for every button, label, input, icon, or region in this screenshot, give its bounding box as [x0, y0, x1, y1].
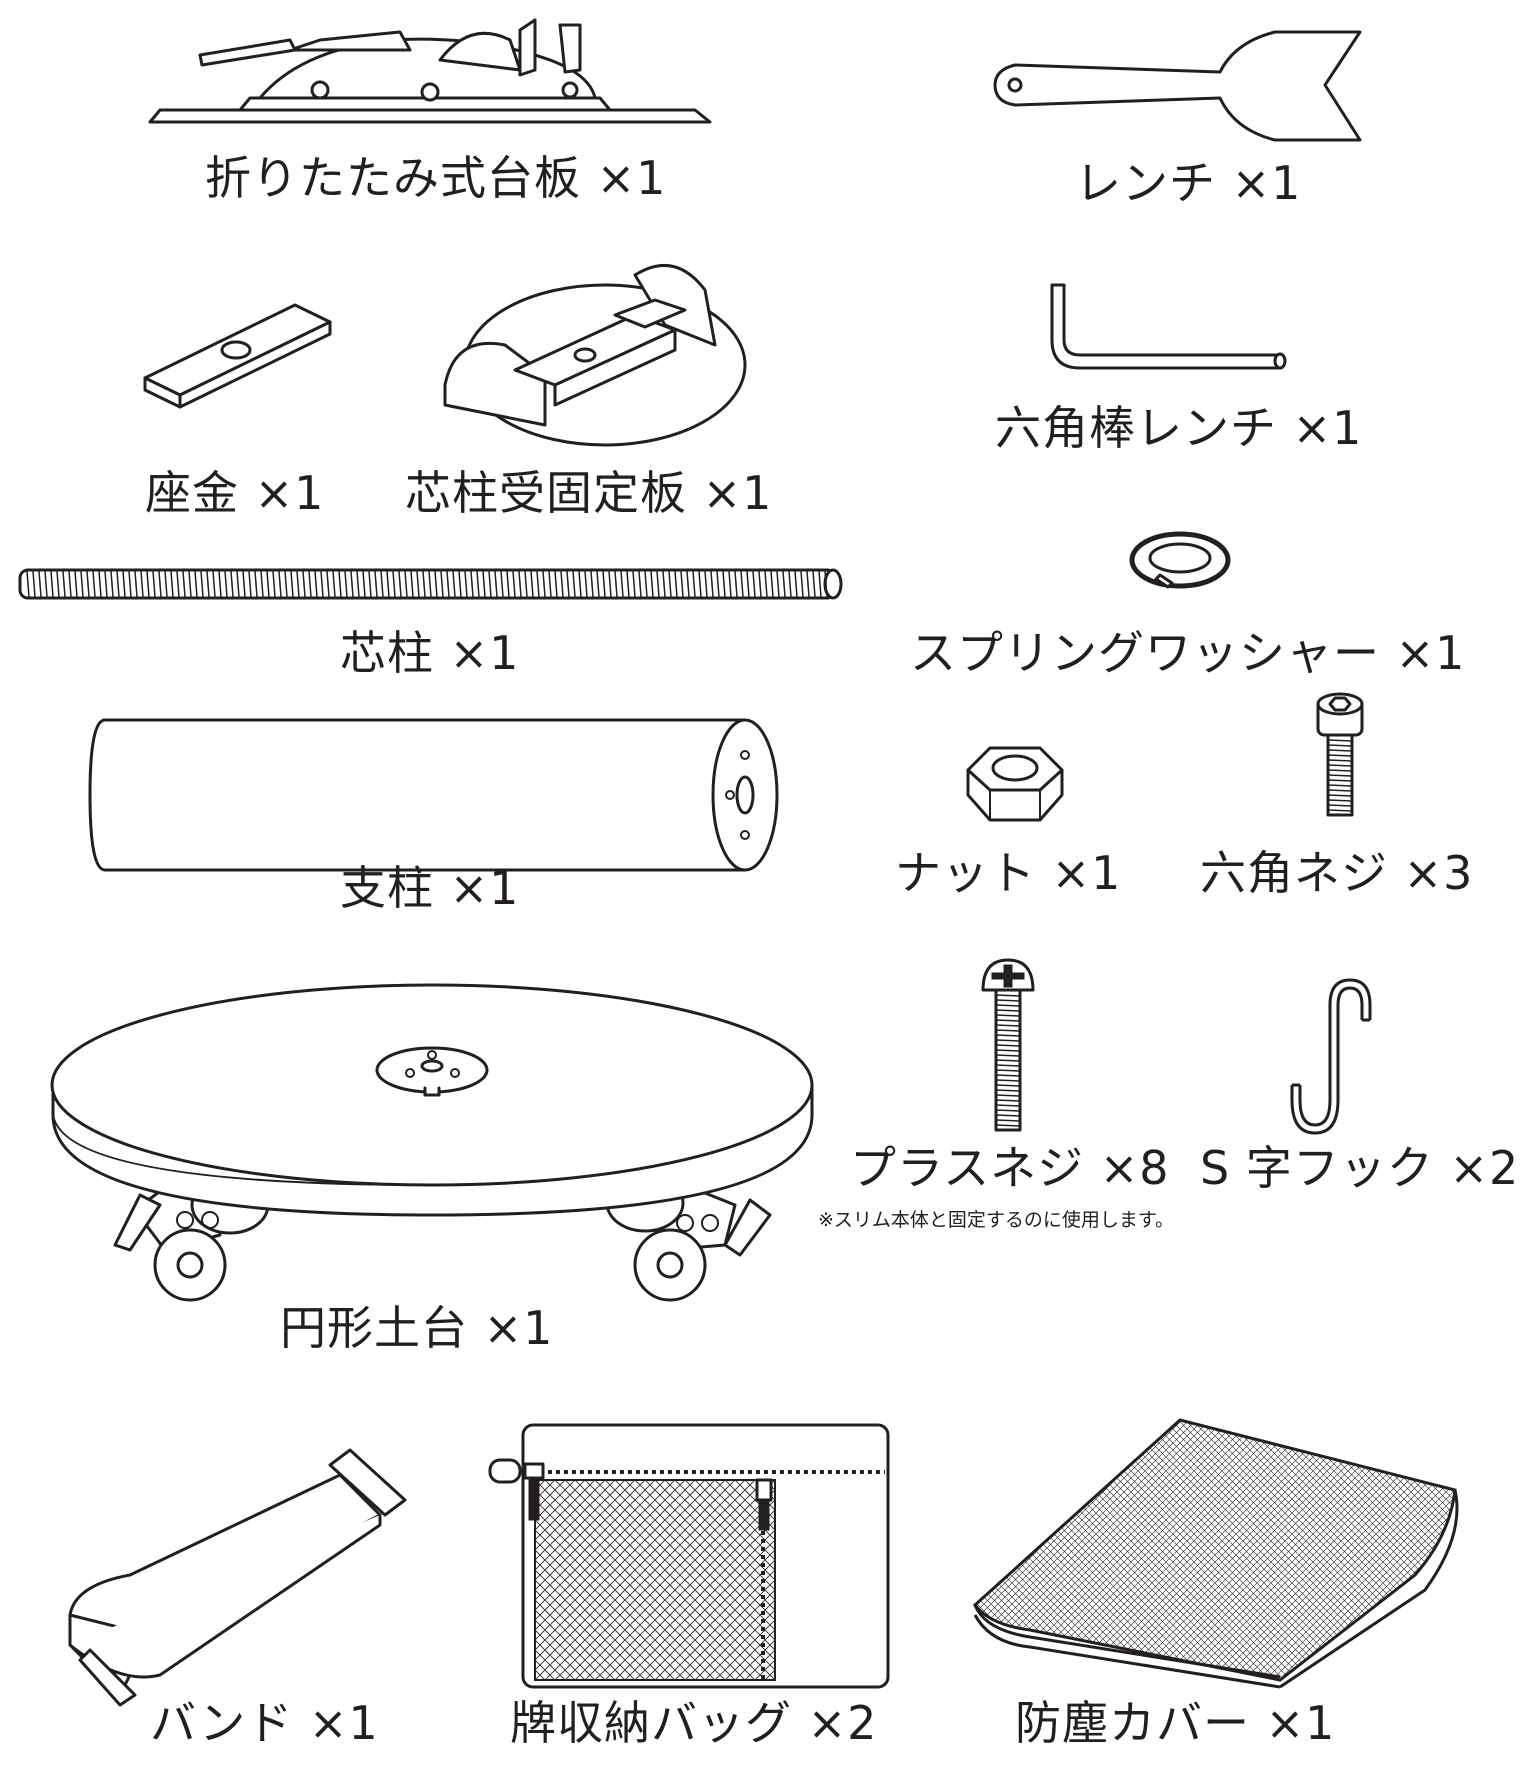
hex-socket-bolt-icon [1316, 692, 1364, 817]
washer-plate-label: 座金 ×1 [145, 466, 325, 520]
s-hook-icon [1290, 978, 1372, 1135]
support-pole [85, 715, 785, 875]
band [60, 1445, 420, 1715]
folded-dust-cover-icon [972, 1418, 1459, 1689]
phillips-screw-icon [981, 958, 1035, 1132]
wrench [985, 10, 1365, 160]
folding-base-plate-icon [148, 18, 712, 124]
hex-bolt-label: 六角ネジ ×3 [1200, 846, 1474, 900]
spring-washer [1120, 525, 1240, 595]
hex-key-label: 六角棒レンチ ×1 [995, 401, 1363, 455]
nut-label: ナット ×1 [895, 846, 1122, 900]
spring-washer-label: スプリングワッシャー ×1 [910, 626, 1466, 680]
usage-note: ※スリム本体と固定するのに使用します。 [818, 1209, 1175, 1231]
spring-washer-icon [1129, 531, 1231, 589]
band-strap-icon [68, 1448, 407, 1707]
folding-base-plate [140, 10, 720, 130]
wrench-label: レンチ ×1 [1075, 156, 1302, 210]
washer-plate [140, 300, 340, 420]
wrench-icon [993, 30, 1362, 142]
dust-cover [970, 1415, 1470, 1689]
storage-bag [485, 1420, 895, 1690]
hex-bolt [1310, 690, 1370, 820]
core-pole-label: 芯柱 ×1 [340, 626, 520, 680]
core-pole-fixing-plate [435, 255, 755, 450]
s-hook [1290, 975, 1380, 1135]
storage-bag-label: 牌収納バッグ ×2 [510, 1696, 878, 1750]
washer-plate-icon [143, 303, 332, 409]
hex-key [1040, 280, 1300, 380]
core-pole-fixing-plate-label: 芯柱受固定板 ×1 [405, 466, 773, 520]
hex-nut-icon [966, 746, 1064, 822]
phillips-screw-label: プラスネジ ×8 [850, 1141, 1170, 1195]
dust-cover-label: 防塵カバー ×1 [1015, 1696, 1336, 1750]
core-pole-fixing-plate-icon [443, 263, 747, 447]
s-hook-label: S 字フック ×2 [1200, 1141, 1520, 1195]
hex-key-icon [1050, 283, 1287, 370]
support-pole-label: 支柱 ×1 [340, 861, 520, 915]
round-base-label: 円形土台 ×1 [280, 1301, 554, 1355]
nut [960, 740, 1070, 830]
phillips-screw [978, 955, 1038, 1135]
round-base-with-casters-icon [50, 983, 814, 1302]
folding-base-plate-label: 折りたたみ式台板 ×1 [205, 151, 667, 205]
threaded-rod-icon [18, 568, 843, 600]
round-base [45, 945, 820, 1305]
support-pole-icon [88, 718, 779, 872]
zipper-mesh-bag-icon [488, 1423, 890, 1689]
band-label: バンド ×1 [150, 1696, 379, 1750]
core-pole [15, 565, 845, 605]
